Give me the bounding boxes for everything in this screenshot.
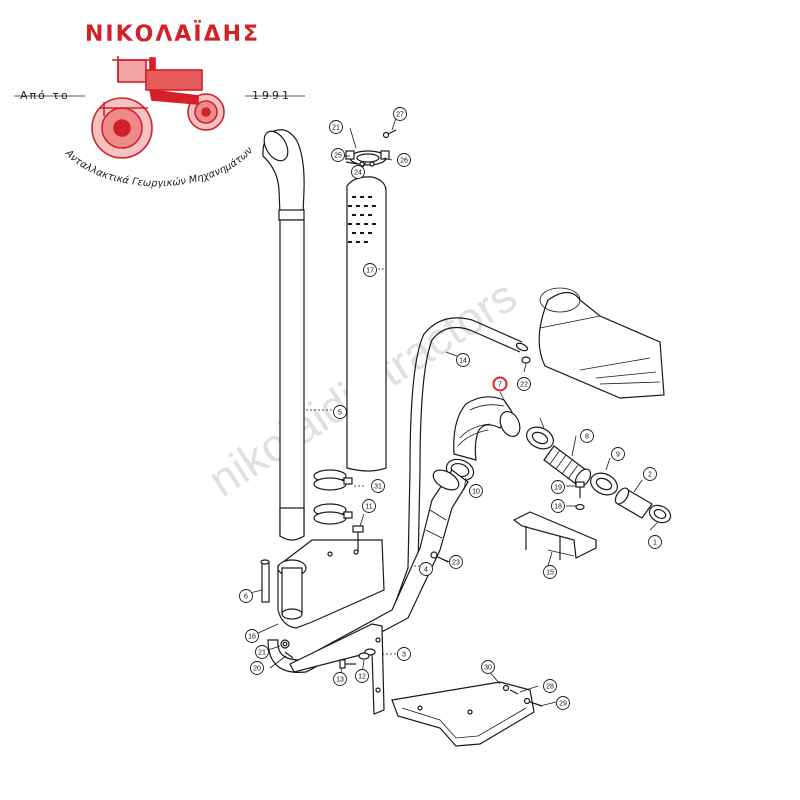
tractor-logo-icon [91, 56, 225, 159]
callout-27: 27 [393, 107, 407, 121]
svg-text:4: 4 [424, 566, 428, 573]
since-year: 1991 [252, 89, 292, 102]
svg-text:15: 15 [546, 569, 554, 576]
part-16-manifold [277, 539, 385, 629]
svg-text:3: 3 [402, 651, 406, 658]
callout-5: 5 [333, 405, 347, 419]
callout-26: 26 [397, 153, 411, 167]
callout-14: 14 [456, 353, 470, 367]
part-7-elbow-hose [453, 396, 521, 461]
since-label: Από το [20, 89, 70, 102]
part-5-exhaust-stack [262, 129, 305, 541]
callout-28: 28 [543, 679, 557, 693]
part-15-support-bracket [512, 511, 597, 560]
parts-24-28-top-clamp [345, 129, 397, 167]
callout-2: 2 [643, 467, 657, 481]
svg-text:13: 13 [336, 676, 344, 683]
parts-30-31-fasteners [502, 684, 543, 707]
part-14-hose [391, 317, 529, 613]
callout-15: 15 [543, 565, 557, 579]
part-29-guard [391, 681, 535, 747]
callout-23: 23 [449, 555, 463, 569]
callout-labels: 1234567891011121314151617181920212122232… [239, 107, 662, 710]
svg-text:10: 10 [472, 488, 480, 495]
part-6-stud [260, 559, 270, 603]
svg-text:24: 24 [354, 169, 362, 176]
diagram-parts [245, 117, 672, 747]
svg-text:1: 1 [653, 539, 657, 546]
callout-9: 9 [611, 447, 625, 461]
parts-12-13-fasteners [339, 652, 370, 669]
callout-22: 22 [517, 377, 531, 391]
svg-text:12: 12 [358, 673, 366, 680]
part-11-bolt [352, 525, 364, 552]
svg-text:2: 2 [648, 471, 652, 478]
svg-text:26: 26 [400, 157, 408, 164]
svg-text:28: 28 [546, 683, 554, 690]
svg-text:30: 30 [484, 664, 492, 671]
callout-8: 8 [580, 429, 594, 443]
callout-4: 4 [419, 562, 433, 576]
brand-logo: Ανταλλακτικά Γεωργικών Μηχανημάτων [14, 56, 305, 189]
svg-text:8: 8 [585, 433, 589, 440]
callout-13: 13 [333, 672, 347, 686]
svg-text:31: 31 [374, 483, 382, 490]
callout-21: 21 [255, 645, 269, 659]
callout-30: 30 [481, 660, 495, 674]
callout-11: 11 [362, 499, 376, 513]
callout-16: 16 [245, 629, 259, 643]
callout-29: 29 [556, 696, 570, 710]
part-8-bellows [543, 445, 592, 488]
svg-text:18: 18 [554, 503, 562, 510]
svg-text:11: 11 [365, 503, 372, 510]
svg-text:17: 17 [366, 267, 374, 274]
callout-17: 17 [363, 263, 377, 277]
svg-text:9: 9 [616, 451, 620, 458]
callout-19: 19 [551, 480, 565, 494]
callout-21: 21 [329, 120, 343, 134]
callout-7: 7 [492, 376, 508, 392]
svg-text:22: 22 [520, 381, 528, 388]
callout-24: 24 [351, 165, 365, 179]
callout-3: 3 [397, 647, 411, 661]
part-1-clamp [648, 504, 672, 524]
callout-6: 6 [239, 589, 253, 603]
part-9-second-clamp [590, 472, 618, 496]
callout-31: 31 [371, 479, 385, 493]
callout-12: 12 [355, 669, 369, 683]
leader-lines [245, 117, 659, 707]
svg-text:29: 29 [559, 700, 567, 707]
part-3-bracket [289, 623, 385, 715]
callout-18: 18 [551, 499, 565, 513]
svg-text:5: 5 [338, 409, 342, 416]
svg-text:21: 21 [332, 124, 340, 131]
svg-text:25: 25 [334, 152, 342, 159]
svg-text:23: 23 [452, 559, 460, 566]
part-2-sleeve [614, 487, 653, 519]
part-17-heat-shield [346, 176, 387, 472]
svg-text:19: 19 [554, 484, 562, 491]
svg-text:20: 20 [253, 665, 261, 672]
part-9-hose-clamp [526, 426, 554, 450]
callout-25: 25 [331, 148, 345, 162]
svg-text:21: 21 [258, 649, 266, 656]
svg-text:27: 27 [396, 111, 404, 118]
callout-1: 1 [648, 535, 662, 549]
parts-20-21-fasteners [280, 639, 294, 659]
svg-text:14: 14 [459, 357, 467, 364]
part-32-pipe-clamps [313, 469, 353, 525]
parts-18-19-fasteners [575, 481, 585, 511]
brand-tagline: Ανταλλακτικά Γεωργικών Μηχανημάτων [62, 145, 255, 189]
part-22-clip [521, 356, 531, 364]
svg-text:16: 16 [248, 633, 256, 640]
air-cleaner-housing [538, 287, 665, 399]
callout-10: 10 [469, 484, 483, 498]
callout-20: 20 [250, 661, 264, 675]
brand-name: ΝΙΚΟΛΑΪΔΗΣ [85, 22, 261, 47]
svg-text:6: 6 [244, 593, 248, 600]
svg-text:7: 7 [498, 381, 502, 388]
